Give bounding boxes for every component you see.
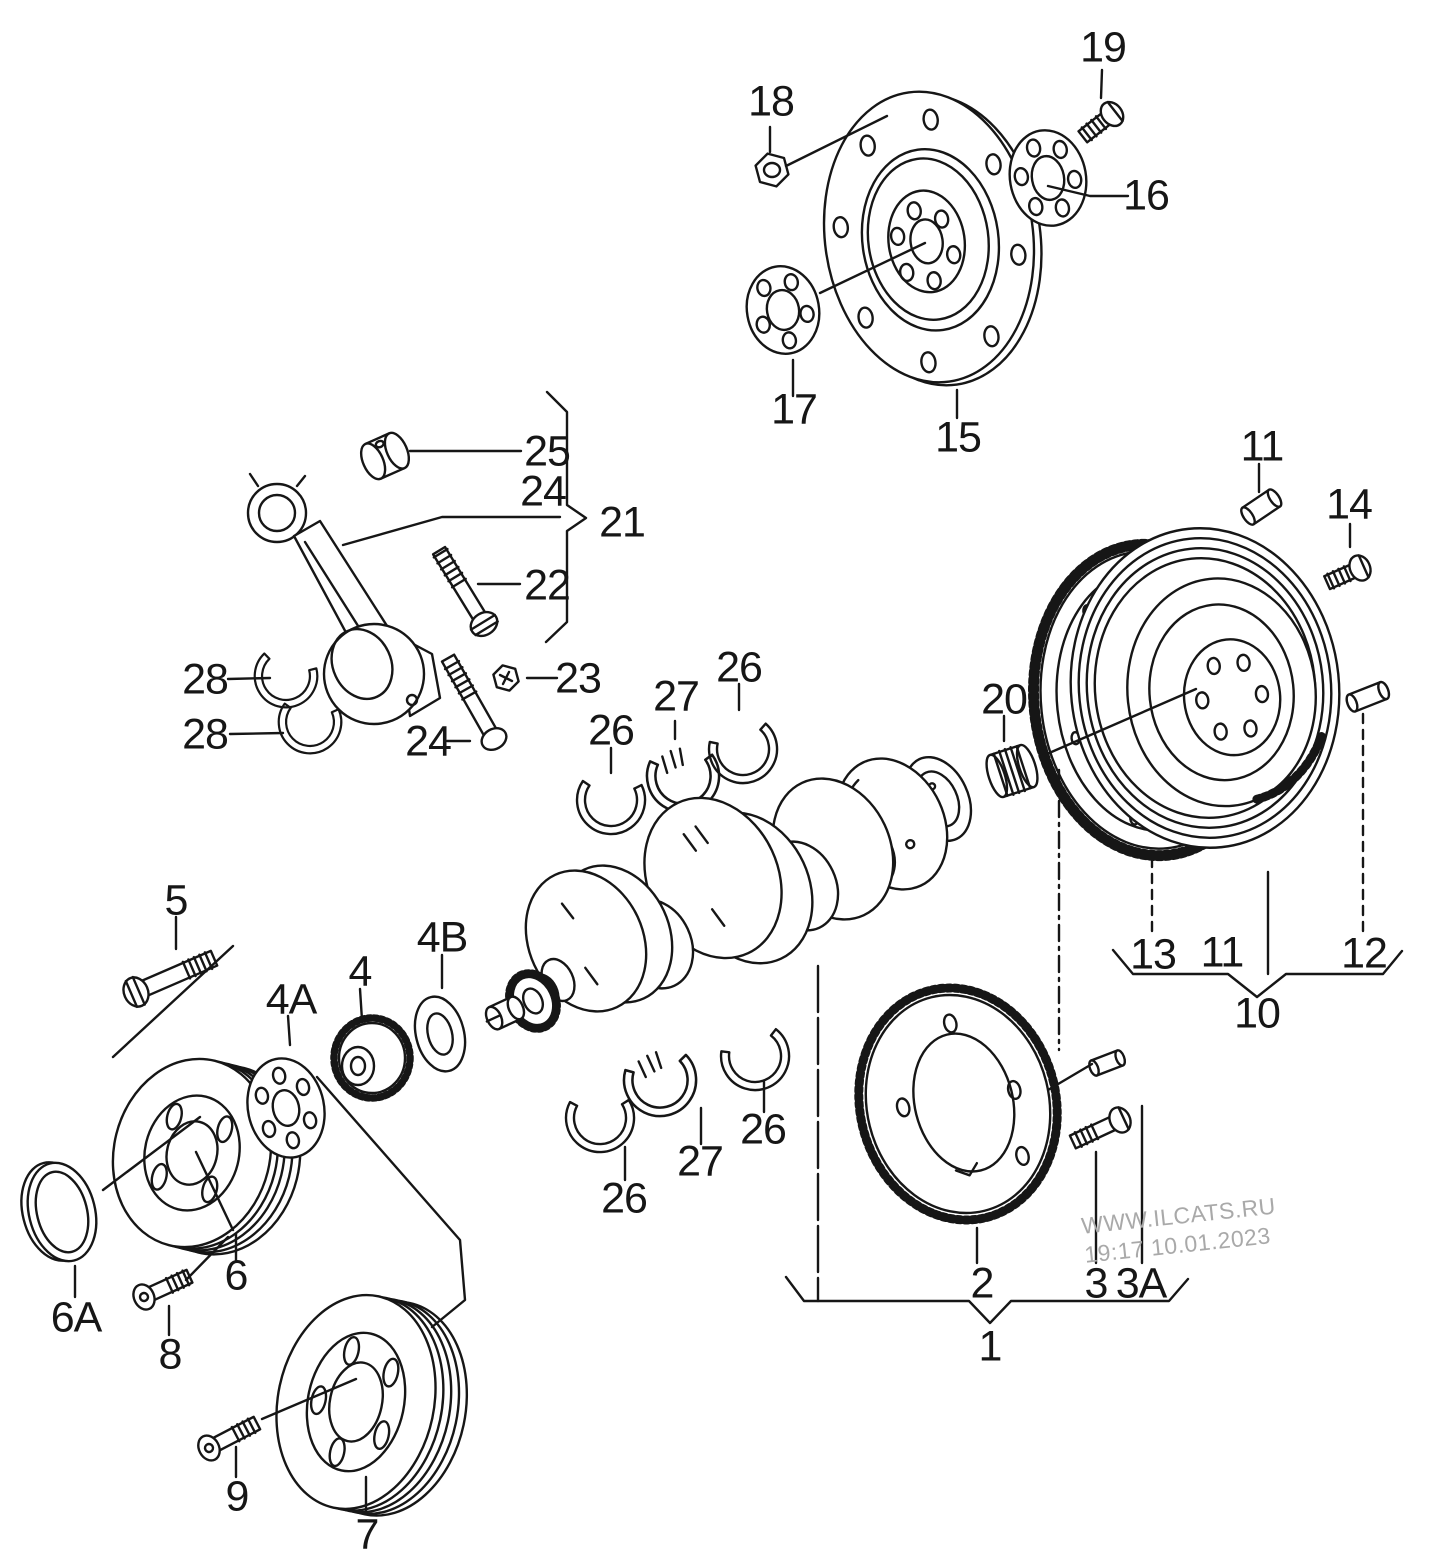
piston-pin-bushing-25 bbox=[359, 431, 411, 481]
part-label-4: 4 bbox=[348, 947, 373, 996]
part-label-11-top: 11 bbox=[1240, 422, 1285, 471]
bolt-9 bbox=[197, 1415, 262, 1462]
conrod-bolt-24 bbox=[440, 653, 508, 752]
part-label-26-top-left: 26 bbox=[588, 706, 635, 755]
part-label-4A: 4A bbox=[265, 975, 318, 1024]
washer-4B bbox=[413, 995, 467, 1073]
part-label-4B: 4B bbox=[416, 913, 469, 962]
bolt-3A bbox=[1068, 1106, 1132, 1150]
part-label-26-bottom-left: 26 bbox=[601, 1174, 648, 1223]
bolt-8 bbox=[132, 1268, 194, 1311]
part-label-3: 3 bbox=[1084, 1259, 1109, 1308]
splined-bush-20 bbox=[985, 743, 1039, 799]
bearing-shell-26-bottom-right bbox=[716, 1026, 797, 1098]
spacer-16 bbox=[1008, 129, 1088, 227]
part-label-26-bottom-right: 26 bbox=[740, 1105, 787, 1154]
part-label-11-bottom: 11 bbox=[1200, 928, 1245, 977]
conrod-bolt-22 bbox=[431, 545, 499, 638]
part-label-8: 8 bbox=[158, 1330, 183, 1379]
part-label-1: 1 bbox=[978, 1322, 1003, 1371]
part-label-23: 23 bbox=[555, 654, 602, 703]
nut-23 bbox=[492, 664, 520, 692]
part-label-15: 15 bbox=[935, 413, 982, 462]
drive-plate-15 bbox=[822, 90, 1043, 387]
part-label-9: 9 bbox=[225, 1472, 250, 1521]
connecting-rod-21 bbox=[246, 472, 442, 726]
flange-4A bbox=[246, 1057, 326, 1159]
bolt-14 bbox=[1323, 554, 1372, 591]
part-label-14: 14 bbox=[1326, 480, 1373, 529]
part-label-24-lower: 24 bbox=[405, 717, 452, 766]
part-label-3A: 3A bbox=[1115, 1259, 1168, 1308]
part-label-20: 20 bbox=[981, 675, 1028, 724]
leader-lines bbox=[73, 68, 1404, 1515]
bearing-shell-26-top-left bbox=[568, 769, 651, 843]
part-label-28a: 28 bbox=[182, 655, 229, 704]
crankshaft bbox=[484, 755, 973, 1033]
spacer-17 bbox=[745, 265, 821, 355]
bearing-shell-26-top-right bbox=[705, 721, 783, 789]
part-label-24-upper: 24 bbox=[520, 467, 567, 516]
part-label-7: 7 bbox=[355, 1510, 380, 1559]
pulley-6 bbox=[111, 1057, 302, 1256]
part-label-16: 16 bbox=[1123, 171, 1170, 220]
pulley-7 bbox=[275, 1293, 469, 1517]
seal-ring-6A bbox=[20, 1161, 98, 1263]
nut-18 bbox=[754, 152, 790, 188]
flywheel-mass-10 bbox=[1069, 527, 1341, 849]
part-label-27-top: 27 bbox=[653, 672, 700, 721]
part-label-26-top-right: 26 bbox=[716, 643, 763, 692]
dowel-pin-11 bbox=[1240, 488, 1283, 526]
crank-nose bbox=[484, 995, 526, 1031]
part-label-27-bottom: 27 bbox=[677, 1137, 724, 1186]
dowel-pin-3 bbox=[1088, 1049, 1127, 1077]
part-label-28b: 28 bbox=[182, 710, 229, 759]
gear-4 bbox=[330, 1014, 414, 1102]
part-label-5: 5 bbox=[164, 876, 189, 925]
bolt-5 bbox=[122, 949, 219, 1009]
bearing-shell-27-bottom bbox=[621, 1051, 700, 1120]
part-label-17: 17 bbox=[771, 385, 818, 434]
bearing-shell-27-top bbox=[643, 747, 722, 816]
bolt-19 bbox=[1077, 100, 1125, 144]
part-label-25: 25 bbox=[524, 427, 571, 476]
part-label-22: 22 bbox=[524, 561, 571, 610]
part-label-6: 6 bbox=[224, 1251, 249, 1300]
part-label-2: 2 bbox=[970, 1259, 995, 1308]
part-label-12: 12 bbox=[1341, 929, 1388, 978]
part-label-21: 21 bbox=[599, 498, 646, 547]
part-label-6A: 6A bbox=[50, 1293, 103, 1342]
part-label-19: 19 bbox=[1080, 23, 1127, 72]
part-label-18: 18 bbox=[748, 77, 795, 126]
part-label-10: 10 bbox=[1234, 989, 1281, 1038]
part-label-13: 13 bbox=[1130, 930, 1177, 979]
dowel-pin-12 bbox=[1345, 680, 1391, 713]
sensor-gear-2 bbox=[854, 983, 1062, 1225]
